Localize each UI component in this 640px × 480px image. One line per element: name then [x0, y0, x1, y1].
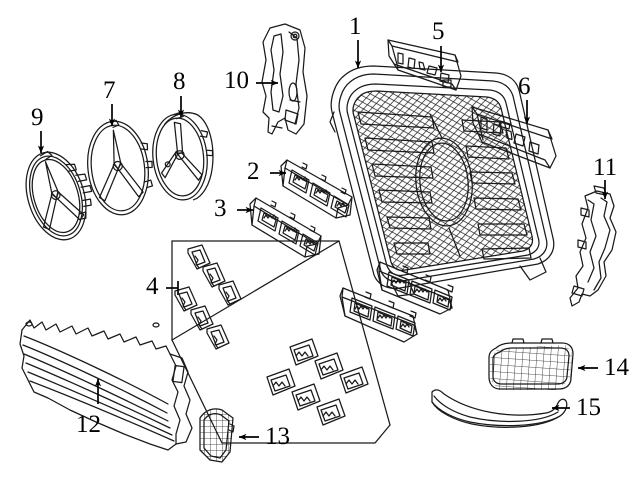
leader-arrows: [37, 40, 609, 441]
part-4-grille-insert-clip-panel: [171, 240, 391, 444]
part-11-grille-bracket-right: [569, 185, 617, 307]
part-12-lower-grille-louver-panel: [19, 319, 193, 451]
callout-5: 5: [432, 18, 445, 45]
callout-7: 7: [103, 77, 116, 104]
callout-2: 2: [247, 158, 260, 185]
part-3b-grille-trim-strip-lower-left: [339, 287, 418, 343]
callout-4: 4: [146, 273, 159, 300]
callout-8: 8: [173, 68, 186, 95]
part-1-radiator-grille-assembly: [329, 65, 555, 297]
part-2b-grille-trim-strip-lower-right: [376, 261, 454, 315]
callout-6: 6: [518, 73, 531, 100]
callout-9: 9: [31, 104, 44, 131]
callout-10: 10: [224, 67, 249, 94]
callout-12: 12: [76, 411, 101, 438]
part-8-star-emblem-base: [152, 111, 214, 201]
leader-4: [166, 281, 179, 295]
callout-11: 11: [593, 154, 618, 181]
callout-13: 13: [265, 423, 290, 450]
part-10-grille-bracket-left: [261, 23, 308, 135]
callout-15: 15: [576, 394, 601, 421]
part-15-trim-strip-curved: [431, 389, 568, 428]
callout-3: 3: [214, 195, 227, 222]
part-5-grille-molding-upper: [387, 39, 462, 91]
part-13-mesh-insert-small: [199, 408, 235, 463]
part-6-grille-molding-lower: [471, 106, 557, 169]
callout-1: 1: [349, 13, 362, 40]
part-3-grille-trim-strip-lower: [249, 197, 322, 258]
part-9-star-emblem-outer: [25, 150, 93, 241]
part-14-mesh-insert-side: [488, 338, 574, 390]
part-7-star-emblem-center: [87, 119, 154, 216]
part-2-grille-trim-strip-upper: [280, 159, 353, 219]
callout-14: 14: [604, 354, 629, 381]
